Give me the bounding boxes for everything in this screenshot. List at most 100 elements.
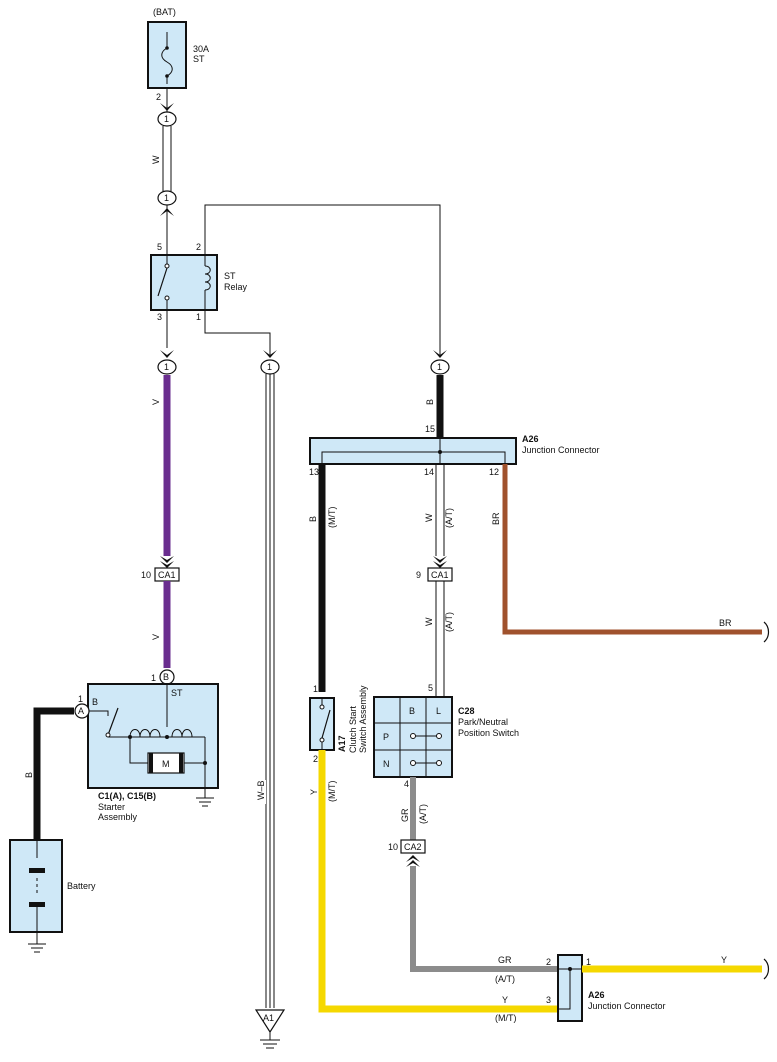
a17-label-1: Clutch Start — [348, 705, 358, 753]
c28-cell-n: N — [383, 759, 390, 769]
a26-bottom-label: Junction Connector — [588, 1001, 666, 1011]
connector-ring — [157, 190, 177, 206]
chevron-down-icon — [433, 556, 447, 563]
wire-y-output-label: Y — [721, 955, 727, 965]
c28-label-2: Position Switch — [458, 728, 519, 738]
connector-ca2 — [400, 839, 426, 854]
chevron-down-icon — [263, 350, 277, 358]
fuse-name-label: ST — [193, 54, 205, 64]
st-relay: 5 2 ST Relay 3 1 — [150, 242, 248, 322]
starter-switch-contact — [107, 707, 119, 736]
wire-y-horizontal-label: Y — [502, 995, 508, 1005]
svg-text:CA1: CA1 — [158, 570, 176, 580]
c28-pin-5: 5 — [428, 683, 433, 693]
svg-text:A1: A1 — [263, 1013, 274, 1023]
fuse-icon — [161, 32, 173, 84]
chevron-up-icon — [160, 208, 174, 216]
c28-cell-l: L — [436, 706, 441, 716]
a26-pin-13: 13 — [309, 467, 319, 477]
wire-y-horizontal-tag: (M/T) — [495, 1013, 517, 1023]
relay-coil-icon — [204, 265, 211, 291]
wire-w-at-tag: (A/T) — [444, 508, 454, 528]
fuse-rating-label: 30A — [193, 44, 209, 54]
svg-text:M: M — [162, 759, 170, 769]
connector-ring — [430, 359, 450, 375]
svg-text:1: 1 — [164, 114, 169, 124]
wire-gr-label: GR — [400, 808, 410, 822]
svg-text:1: 1 — [164, 193, 169, 203]
wire-y-mt: Y (M/T) Y (M/T) — [309, 750, 558, 1023]
wire-gr-horizontal-label: GR — [498, 955, 512, 965]
wire-w-at2-tag: (A/T) — [444, 612, 454, 632]
relay-switch-contact — [157, 267, 168, 297]
svg-text:1: 1 — [267, 362, 272, 372]
wire-gr-horizontal-tag: (A/T) — [495, 974, 515, 984]
wire-continuation-icon — [763, 621, 770, 643]
svg-text:CA2: CA2 — [404, 842, 422, 852]
chevron-down-icon — [160, 103, 174, 111]
connector-1-row: 1 1 1 — [157, 350, 450, 375]
a26-top-body — [309, 437, 517, 465]
svg-text:1: 1 — [437, 362, 442, 372]
c28-cell-b: B — [409, 706, 415, 716]
battery-body — [9, 839, 63, 933]
a17-pin-1: 1 — [313, 684, 318, 694]
starter-terminal-b: B — [92, 697, 98, 707]
relay-label-2: Relay — [224, 282, 248, 292]
relay-pin-1: 1 — [196, 312, 201, 322]
motor-icon — [147, 752, 185, 774]
ca1-pin-10: 10 — [141, 570, 151, 580]
a17-code: A17 — [337, 735, 347, 752]
svg-text:A: A — [78, 706, 84, 716]
wire-violet: V 10 CA1 V — [141, 310, 180, 668]
relay-pin-5: 5 — [157, 242, 162, 252]
connector-1-upper: 1 1 — [157, 103, 177, 216]
wire-b-mt-label: B — [308, 516, 318, 522]
battery: Battery — [9, 839, 96, 953]
wire-relay-to-a26 — [204, 204, 441, 355]
a26-pin-14: 14 — [424, 467, 434, 477]
wire-br-vertical-label: BR — [491, 512, 501, 525]
wire-gr-at: GR (A/T) 10 CA2 GR (A/T) — [388, 777, 558, 984]
wire-wb-label: W–B — [256, 780, 266, 800]
a26b-pin-3: 3 — [546, 995, 551, 1005]
fuse-30a-st: (BAT) 30A ST 2 — [147, 7, 209, 102]
chevron-up-icon — [406, 855, 420, 862]
wire-gr-tag: (A/T) — [418, 804, 428, 824]
wire-w-label: W — [151, 155, 161, 164]
a26-top-code: A26 — [522, 434, 539, 444]
relay-pin-3: 3 — [157, 312, 162, 322]
chevron-down-icon — [160, 556, 174, 563]
wire-b-a26-label: B — [425, 399, 435, 405]
battery-label: Battery — [67, 881, 96, 891]
junction-connector-a26-top: B 15 A26 Junction Connector 13 14 12 — [309, 375, 600, 477]
fuse-supply-label: (BAT) — [153, 7, 176, 17]
a17-pin-2: 2 — [313, 754, 318, 764]
relay-label-1: ST — [224, 271, 236, 281]
park-neutral-switch: 5 B L P N C28 Park/Neutral Position Swit… — [373, 683, 519, 789]
wire-br-horizontal-label: BR — [719, 618, 732, 628]
connector-ring — [157, 111, 177, 127]
c28-cell-p: P — [383, 732, 389, 742]
chevron-down-icon — [433, 350, 447, 358]
wire-continuation-icon — [763, 958, 770, 980]
c28-code: C28 — [458, 706, 475, 716]
clutch-start-switch: 1 2 A17 Clutch Start Switch Assembly — [309, 684, 368, 764]
wire-b-mt: B (M/T) — [308, 464, 337, 692]
wire-y-mt-tag: (M/T) — [327, 781, 337, 803]
a26-pin-12: 12 — [489, 467, 499, 477]
wire-y-mt-label: Y — [309, 789, 319, 795]
wire-v-label-upper: V — [151, 399, 161, 405]
wire-v-label-lower: V — [151, 634, 161, 640]
a26-top-label: Junction Connector — [522, 445, 600, 455]
a17-switch-contact — [321, 709, 331, 739]
connector-ring — [157, 359, 177, 375]
wire-b-battery-label: B — [24, 772, 34, 778]
starter-coil-icon — [129, 729, 161, 738]
wire-wb-ground: W–B A1 — [254, 374, 286, 1049]
wire-y-output: Y — [582, 955, 770, 980]
svg-text:1: 1 — [164, 362, 169, 372]
junction-connector-a26-bottom: 2 1 3 A26 Junction Connector — [546, 954, 666, 1022]
a26-bottom-code: A26 — [588, 990, 605, 1000]
svg-text:CA1: CA1 — [431, 570, 449, 580]
